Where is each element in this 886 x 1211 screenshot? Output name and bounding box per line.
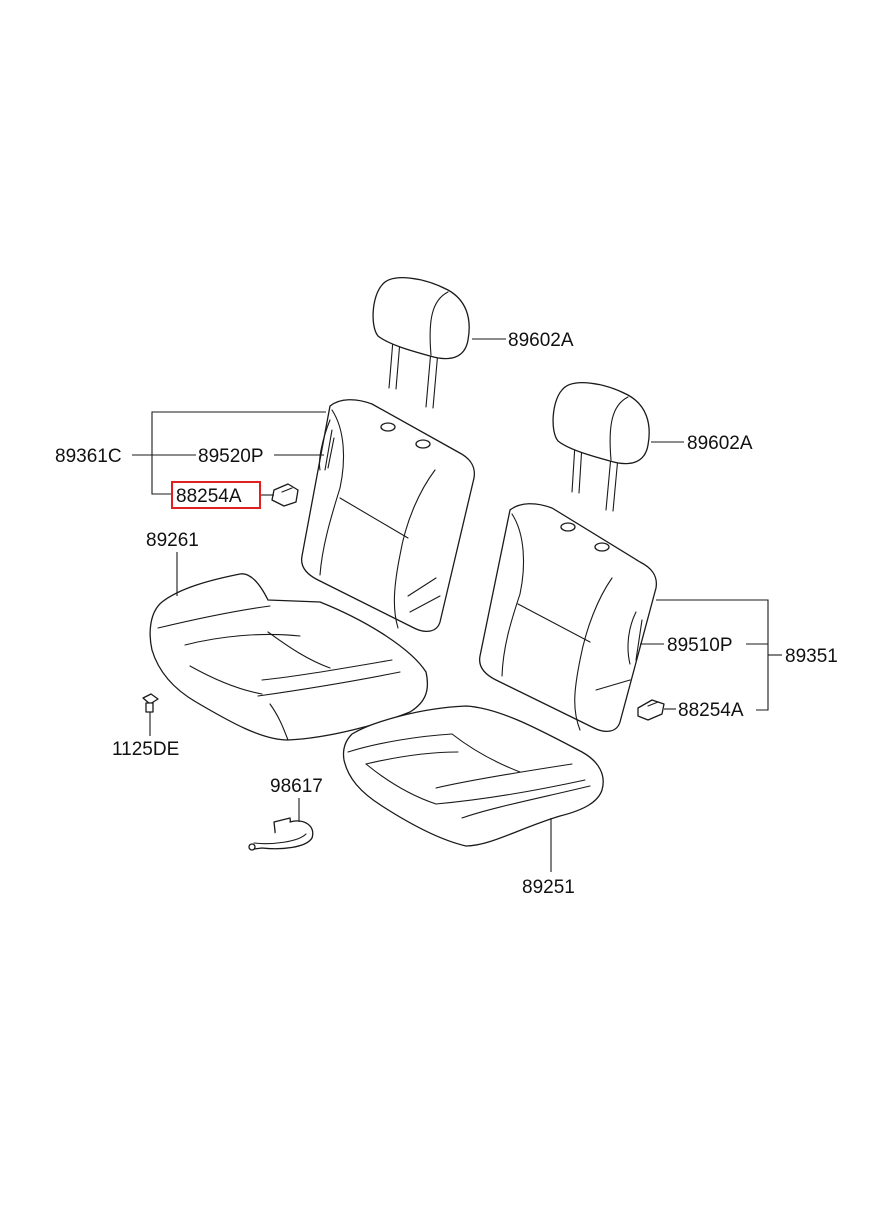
headrest-left[interactable] — [372, 277, 470, 409]
highlight-box — [171, 481, 261, 509]
label-cushion-left[interactable]: 89261 — [146, 530, 199, 551]
label-headrest-left[interactable]: 89602A — [508, 330, 574, 351]
seat-cushion-right[interactable] — [342, 705, 604, 847]
seat-cushion-left[interactable] — [149, 573, 429, 741]
label-sensor-harness[interactable]: 98617 — [270, 776, 323, 797]
bolt[interactable] — [142, 693, 159, 713]
label-back-cover-right[interactable]: 89510P — [667, 635, 733, 656]
label-cover-clip-right[interactable]: 88254A — [678, 700, 744, 721]
headrest-right[interactable] — [552, 382, 650, 512]
label-cover-clip-left[interactable]: 88254A — [176, 486, 242, 507]
label-back-cover-left[interactable]: 89520P — [198, 446, 264, 467]
label-back-assy-left[interactable]: 89361C — [55, 446, 122, 467]
cover-clip-left[interactable] — [271, 483, 299, 507]
label-back-assy-right[interactable]: 89351 — [785, 646, 838, 667]
sensor-harness[interactable] — [248, 817, 314, 851]
label-headrest-right[interactable]: 89602A — [687, 433, 753, 454]
label-cushion-right[interactable]: 89251 — [522, 877, 575, 898]
seat-back-left[interactable] — [300, 399, 476, 633]
cover-clip-right[interactable] — [637, 699, 665, 721]
leader-lines — [132, 338, 782, 872]
label-bolt[interactable]: 1125DE — [112, 739, 179, 760]
seat-back-right[interactable] — [478, 503, 658, 733]
